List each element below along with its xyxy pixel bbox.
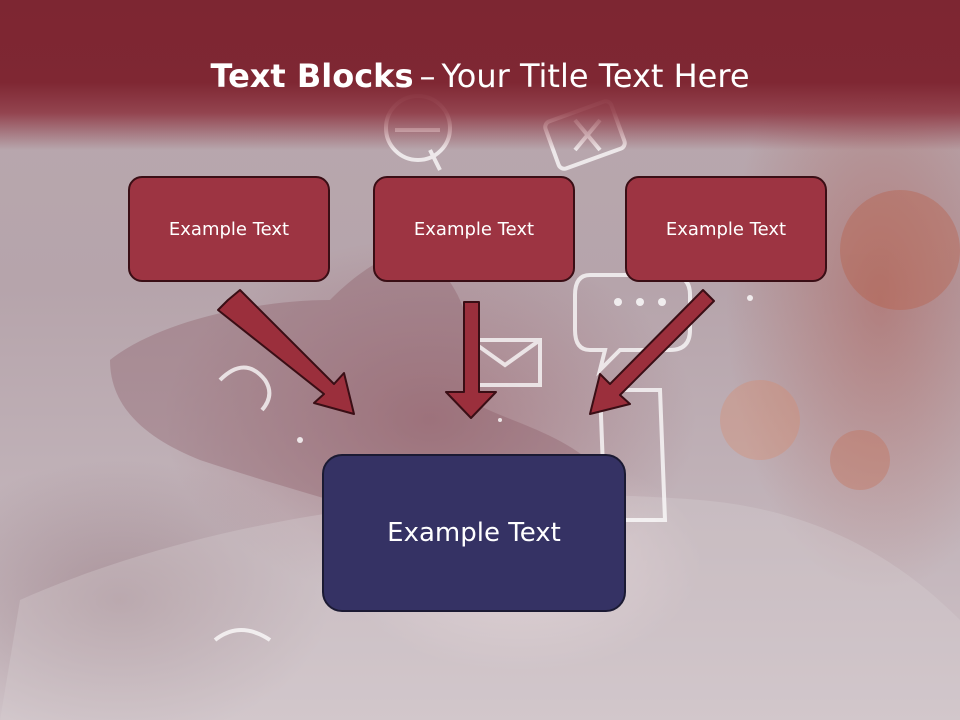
bokeh-light <box>830 430 890 490</box>
target-text-block-label: Example Text <box>387 518 561 548</box>
sparkle-icon <box>747 295 753 301</box>
sparkle-icon <box>498 418 502 422</box>
sparkle-icon <box>297 437 303 443</box>
dot-icon <box>636 298 644 306</box>
text-block-2[interactable]: Example Text <box>373 176 575 282</box>
chat-bubble-icon <box>573 273 692 377</box>
chat-tail-icon <box>213 628 272 642</box>
text-block-3-label: Example Text <box>665 218 787 240</box>
title-band <box>0 0 960 150</box>
bokeh-light <box>720 380 800 460</box>
text-block-3[interactable]: Example Text <box>625 176 827 282</box>
arrow-right <box>589 289 715 415</box>
title-dash: – <box>419 57 436 95</box>
text-block-2-label: Example Text <box>413 218 535 240</box>
music-icon <box>218 365 272 412</box>
slide-title: Text Blocks–Your Title Text Here <box>0 56 960 96</box>
bokeh-light <box>840 190 960 310</box>
text-block-1[interactable]: Example Text <box>128 176 330 282</box>
target-text-block[interactable]: Example Text <box>322 454 626 612</box>
title-bold: Text Blocks <box>210 57 414 95</box>
dot-icon <box>658 298 666 306</box>
arrow-left <box>217 289 355 415</box>
arrow-middle <box>445 301 497 419</box>
dot-icon <box>614 298 622 306</box>
text-block-1-label: Example Text <box>168 218 290 240</box>
title-rest: Your Title Text Here <box>441 57 750 95</box>
